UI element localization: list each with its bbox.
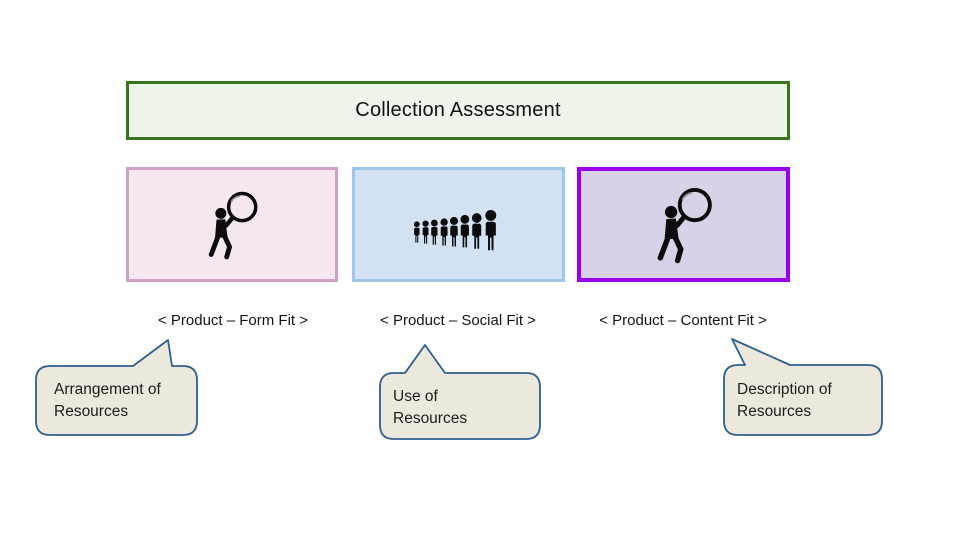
callout-bubble-use	[379, 344, 541, 440]
label-product-social-fit: < Product – Social Fit >	[380, 312, 536, 329]
callout-bubble-arrangement	[35, 339, 198, 436]
callout-text-description: Description of Resources	[737, 381, 832, 420]
callout-text-use: Use of Resources	[393, 388, 468, 427]
person-magnifier-icon	[201, 189, 263, 261]
crowd-icon	[413, 209, 496, 250]
card-product-content-fit	[577, 167, 790, 282]
person-magnifier-icon	[649, 185, 718, 265]
banner-title: Collection Assessment	[355, 99, 561, 121]
label-product-content-fit: < Product – Content Fit >	[599, 312, 767, 329]
card-product-form-fit	[126, 167, 338, 282]
callout-bubble-description	[723, 338, 883, 436]
collection-assessment-banner: Collection Assessment	[126, 81, 790, 140]
label-product-form-fit: < Product – Form Fit >	[157, 312, 309, 329]
callout-text-arrangement: Arrangement of Resources	[54, 381, 161, 420]
card-product-social-fit	[352, 167, 565, 282]
